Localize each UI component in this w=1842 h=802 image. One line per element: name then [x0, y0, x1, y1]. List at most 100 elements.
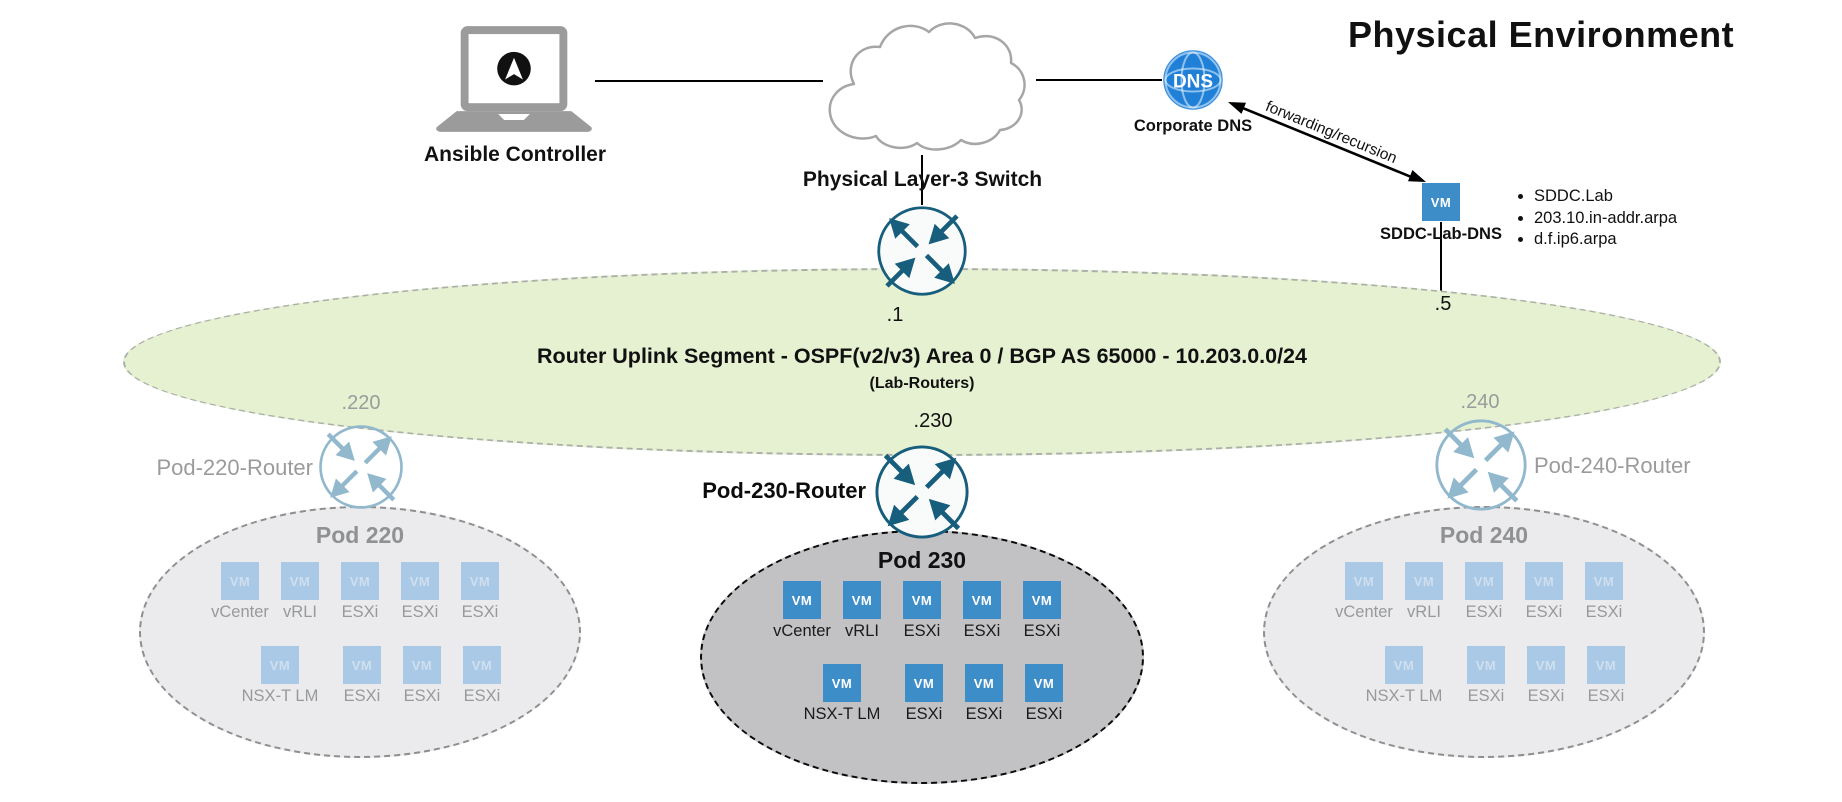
dns-globe-icon: DNS [1163, 50, 1223, 110]
pod-240-router-ip: .240 [1460, 391, 1500, 413]
vm-node: VM vCenter [1334, 562, 1394, 622]
vm-label: ESXi [461, 603, 499, 621]
vm-label: vRLI [1407, 603, 1441, 621]
pod-220-router-label: Pod-220-Router [156, 455, 313, 480]
vm-label: vCenter [1335, 603, 1393, 621]
vm-label: ESXi [1585, 603, 1623, 621]
vm-node: VM ESXi [894, 664, 954, 724]
vm-node: VM NSX-T LM [1366, 646, 1442, 706]
uplink-segment-sublabel: (Lab-Routers) [869, 375, 975, 392]
vm-label: ESXi [343, 687, 381, 705]
uplink-segment-label: Router Uplink Segment - OSPF(v2/v3) Area… [537, 344, 1307, 368]
uplink-router-ip: .1 [886, 304, 904, 326]
pod-220-ellipse [139, 506, 581, 758]
vm-node: VM ESXi [1574, 562, 1634, 622]
connector-laptop-cloud [595, 80, 823, 82]
vm-label: ESXi [401, 603, 439, 621]
vm-label: NSX-T LM [803, 705, 881, 723]
vm-icon: VM [1345, 562, 1383, 600]
vm-icon: VM [783, 581, 821, 619]
physical-switch-label: Physical Layer-3 Switch [802, 168, 1043, 191]
vm-icon: VM [1585, 562, 1623, 600]
uplink-router-icon [877, 206, 967, 296]
cloud-icon [828, 22, 1026, 151]
vm-icon: VM [905, 664, 943, 702]
vm-icon: VM [1467, 646, 1505, 684]
vm-icon: VM [343, 646, 381, 684]
corporate-dns-label: Corporate DNS [1133, 117, 1253, 135]
dns-zone-item: d.f.ip6.arpa [1534, 229, 1677, 251]
pod-240-router-icon [1435, 419, 1527, 511]
pod-240-ellipse [1263, 506, 1705, 758]
vm-icon: VM [281, 562, 319, 600]
vm-label: vRLI [283, 603, 317, 621]
pod-220-router-ip: .220 [341, 392, 381, 414]
vm-node: VM vRLI [270, 562, 330, 622]
pod-220-router-icon [319, 425, 403, 509]
pod-240-title: Pod 240 [1439, 522, 1529, 548]
vm-icon: VM [1405, 562, 1443, 600]
vm-icon: VM [463, 646, 501, 684]
vm-icon: VM [1525, 562, 1563, 600]
vm-icon: VM [1587, 646, 1625, 684]
vm-label: ESXi [905, 705, 943, 723]
vm-label: vCenter [211, 603, 269, 621]
vm-label: ESXi [1587, 687, 1625, 705]
vm-icon: VM [903, 581, 941, 619]
vm-node: VM ESXi [892, 581, 952, 641]
connector-cloud-dns [1036, 79, 1162, 81]
vm-icon: VM [963, 581, 1001, 619]
pod-230-router-label: Pod-230-Router [702, 478, 866, 503]
vm-node: VM ESXi [390, 562, 450, 622]
vm-icon: VM [1385, 646, 1423, 684]
vm-label: ESXi [1465, 603, 1503, 621]
vm-icon: VM [965, 664, 1003, 702]
dns-globe-text: DNS [1173, 72, 1213, 93]
ansible-controller-label: Ansible Controller [423, 143, 607, 166]
vm-label: ESXi [1025, 705, 1063, 723]
vm-label: ESXi [903, 622, 941, 640]
vm-icon: VM [261, 646, 299, 684]
vm-label: ESXi [463, 687, 501, 705]
pod-230-router-icon [875, 445, 969, 539]
vm-label: vRLI [845, 622, 879, 640]
page-title: Physical Environment [1348, 14, 1735, 55]
dns-zone-item: SDDC.Lab [1534, 186, 1677, 208]
sddc-dns-label: SDDC-Lab-DNS [1380, 225, 1502, 243]
dns-zone-item: 203.10.in-addr.arpa [1534, 208, 1677, 230]
dns-zone-list: SDDC.Lab 203.10.in-addr.arpa d.f.ip6.arp… [1512, 186, 1677, 251]
vm-icon: VM [461, 562, 499, 600]
vm-icon: VM [403, 646, 441, 684]
vm-node: VM ESXi [1576, 646, 1636, 706]
vm-label: ESXi [1527, 687, 1565, 705]
vm-icon: VM [1023, 581, 1061, 619]
vm-label: NSX-T LM [1365, 687, 1443, 705]
vm-node: VM ESXi [452, 646, 512, 706]
connector-cloud-router [921, 155, 923, 205]
pod-240-router-label: Pod-240-Router [1534, 453, 1691, 478]
vm-node: VM ESXi [332, 646, 392, 706]
vm-icon: VM [401, 562, 439, 600]
vm-label: ESXi [341, 603, 379, 621]
